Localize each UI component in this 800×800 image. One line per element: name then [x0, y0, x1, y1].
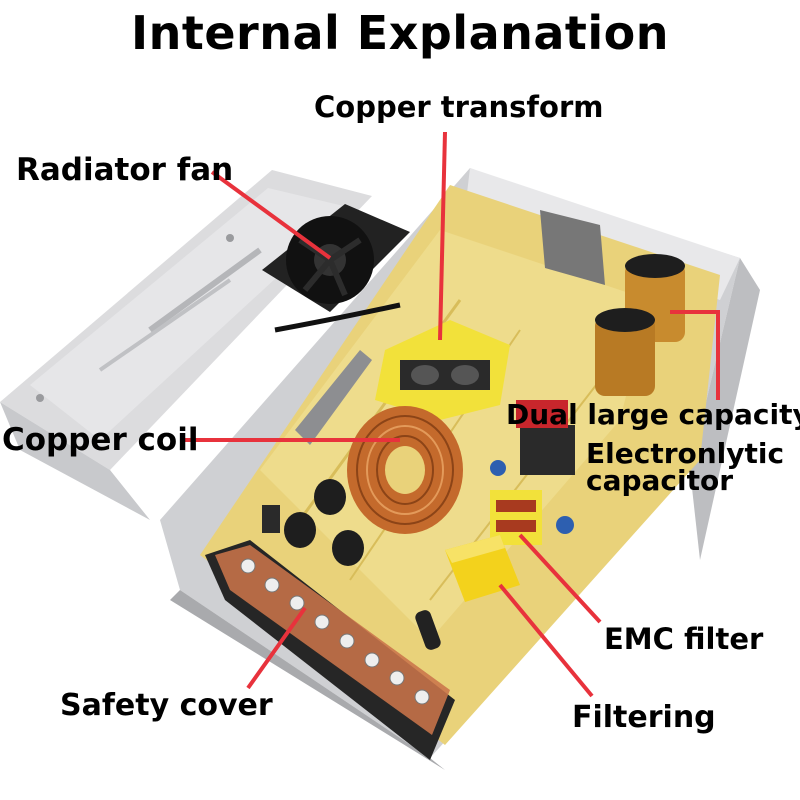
label-filtering: Filtering [572, 700, 716, 735]
leader-copper-transform [438, 131, 447, 341]
leader-filtering [498, 583, 594, 698]
label-electrolytic-capacitor: Electronlytic capacitor [586, 437, 785, 497]
leader-radiator-fan [210, 170, 332, 260]
fuse [415, 610, 441, 650]
page-title: Internal Explanation [130, 6, 670, 60]
small-capacitors [262, 479, 364, 566]
label-copper-transform: Copper transform [314, 90, 604, 124]
leader-emc-filter [518, 533, 602, 624]
radiator-fan [262, 204, 410, 333]
leader-capacitor [670, 310, 720, 400]
label-radiator-fan: Radiator fan [16, 152, 234, 188]
copper-coil [347, 406, 463, 534]
aluminium-lid [0, 170, 372, 520]
label-dual-capacity: Dual large capacity [506, 398, 800, 431]
label-safety-cover: Safety cover [60, 688, 273, 723]
label-electrolytic-line2: capacitor [586, 464, 734, 497]
leader-safety-cover [246, 606, 307, 690]
label-copper-coil: Copper coil [2, 422, 199, 458]
terminal-block [205, 540, 455, 760]
label-electrolytic-line1: Electronlytic [586, 437, 785, 470]
heatsinks [295, 210, 605, 445]
large-capacitors [595, 254, 685, 396]
emc-filter-coil [490, 460, 574, 545]
relay-block [516, 400, 575, 475]
leader-lines [180, 131, 720, 698]
label-emc-filter: EMC filter [604, 622, 764, 656]
copper-transformer [375, 320, 510, 420]
